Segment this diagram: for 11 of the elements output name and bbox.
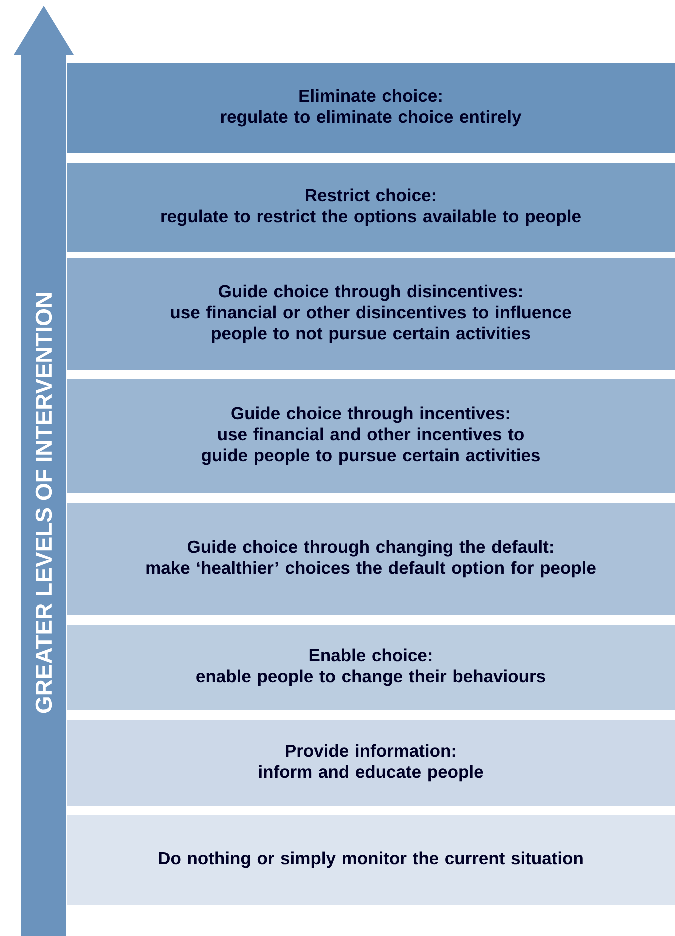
level-band: Guide choice through incentives: use financial and other incentives to guide people to pursue certain activities <box>67 379 675 493</box>
axis-label: GREATER LEVELS OF INTERVENTION <box>36 293 52 714</box>
level-band: Enable choice: enable people to change their behaviours <box>67 625 675 710</box>
level-band: Guide choice through disincentives: use financial or other disincentives to influence people to not pursue certain activities <box>67 258 675 370</box>
node-label: regulate to eliminate choice entirely <box>221 110 522 127</box>
level-band: Provide information: inform and educate people <box>67 720 675 806</box>
level-band: Do nothing or simply monitor the current situation <box>67 815 675 905</box>
node-label: Eliminate choice: <box>300 89 442 102</box>
level-band: Eliminate choice: regulate to eliminate choice entirely <box>67 63 675 153</box>
level-band: Restrict choice: regulate to restrict the options available to people <box>67 163 675 252</box>
level-band: Guide choice through changing the default: make ‘healthier’ choices the default option for people <box>67 503 675 615</box>
